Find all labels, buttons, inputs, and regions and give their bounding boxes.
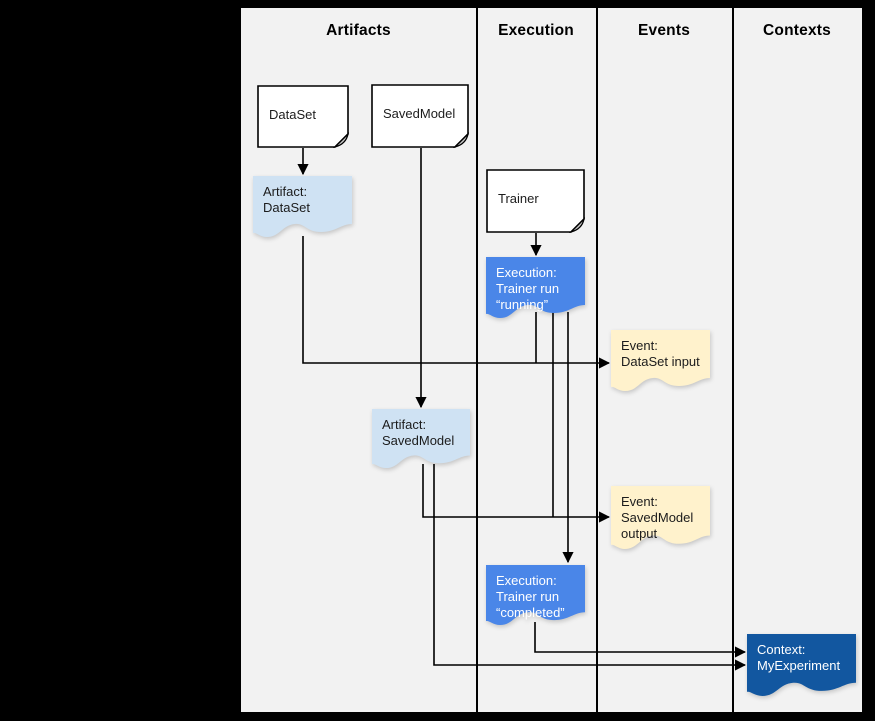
node-trainer: Trainer: [486, 169, 585, 233]
node-execution-running: Execution: Trainer run “running”: [486, 257, 585, 319]
document-shape: [486, 169, 585, 233]
lane-header-contexts: Contexts: [763, 22, 831, 39]
node-context-myexperiment: Context: MyExperiment: [747, 634, 856, 697]
page-fold-icon: [333, 132, 349, 148]
wave-shape: [611, 486, 710, 549]
node-artifact-savedmodel: Artifact: SavedModel: [372, 409, 470, 469]
lane-header-execution: Execution: [498, 22, 574, 39]
lane-header-events: Events: [637, 22, 691, 39]
wave-shape: [372, 409, 470, 469]
wave-shape: [253, 176, 352, 237]
node-savedmodel: SavedModel: [371, 84, 469, 148]
node-execution-completed: Execution: Trainer run “completed”: [486, 565, 585, 626]
lane-divider-events-contexts: [732, 8, 734, 712]
node-artifact-dataset: Artifact: DataSet: [253, 176, 352, 238]
document-shape: [371, 84, 469, 148]
lane-header-artifacts: Artifacts: [326, 22, 391, 39]
page-fold-icon: [453, 132, 469, 148]
node-dataset: DataSet: [257, 85, 349, 148]
wave-shape: [611, 330, 710, 391]
page-fold-icon: [569, 217, 585, 233]
wave-shape: [486, 257, 585, 318]
wave-shape: [486, 565, 585, 626]
wave-shape: [747, 634, 856, 696]
node-event-savedmodel-output: Event: SavedModel output: [611, 486, 710, 550]
lane-divider-artifacts-execution: [476, 8, 478, 712]
lane-divider-execution-events: [596, 8, 598, 712]
node-event-dataset-input: Event: DataSet input: [611, 330, 710, 392]
document-shape: [257, 85, 349, 148]
